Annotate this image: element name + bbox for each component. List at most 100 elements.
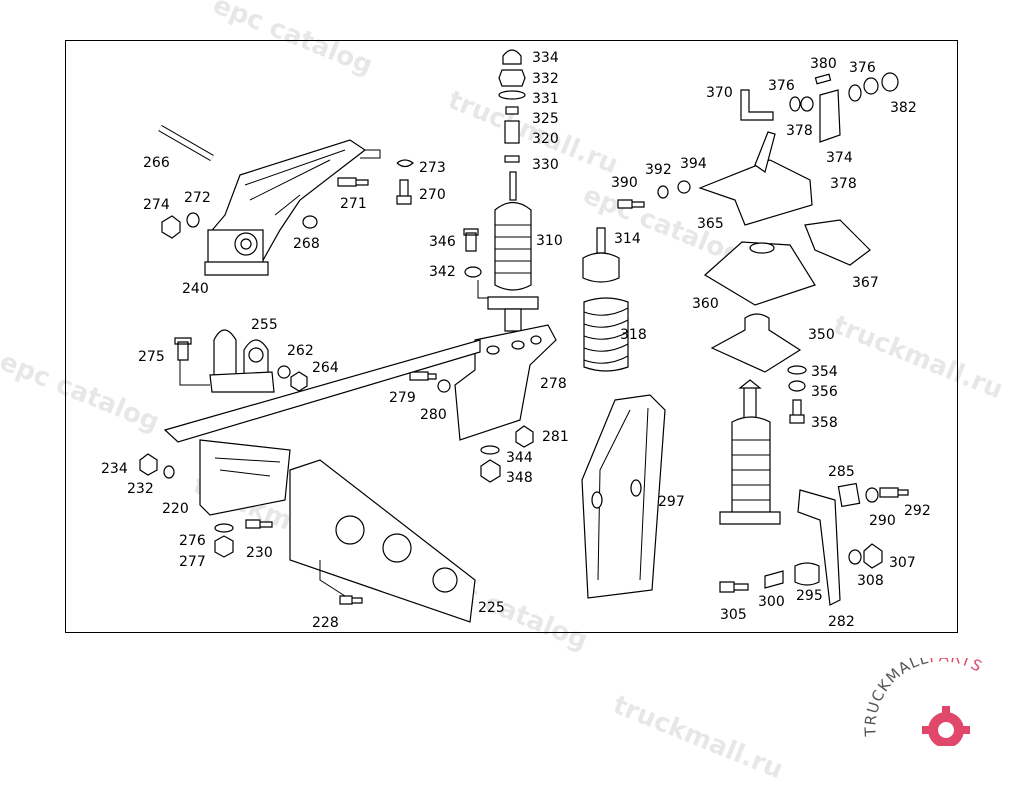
washer-shape	[677, 180, 691, 194]
bolt-shape	[617, 199, 645, 209]
part-label: 376	[849, 60, 876, 76]
part-label: 297	[658, 494, 685, 510]
bracket-base	[209, 371, 275, 393]
plate-hole	[335, 515, 365, 545]
hole	[630, 479, 642, 497]
part-label: 360	[692, 296, 719, 312]
bolt-shape	[719, 581, 749, 593]
nut-shape	[214, 535, 234, 558]
hole	[591, 491, 603, 509]
bolt-shape	[463, 228, 479, 252]
washer-shape	[396, 159, 414, 168]
washer-shape	[498, 90, 526, 100]
part-label: 255	[251, 317, 278, 333]
bolt-shape	[337, 177, 369, 187]
part-label: 394	[680, 156, 707, 172]
spacer-shape	[505, 106, 519, 115]
washer-shape	[848, 84, 862, 102]
part-label: 378	[830, 176, 857, 192]
frame-rail-group	[139, 329, 481, 623]
boot-ribs	[732, 439, 770, 501]
washer-shape	[163, 465, 175, 479]
part-label: 320	[532, 131, 559, 147]
plate-shape	[837, 482, 861, 508]
part-label: 307	[889, 555, 916, 571]
part-label: 354	[811, 364, 838, 380]
washer-shape	[657, 185, 669, 199]
bracket-shape	[698, 159, 813, 226]
part-label: 382	[890, 100, 917, 116]
part-label: 358	[811, 415, 838, 431]
part-label: 278	[540, 376, 567, 392]
lower-bracket-group	[719, 482, 909, 606]
part-label: 279	[389, 390, 416, 406]
bolt-shape	[339, 595, 363, 605]
nut-shape	[480, 459, 501, 483]
ring-shape	[504, 155, 520, 163]
side-bracket-group	[581, 394, 666, 599]
part-label: 266	[143, 155, 170, 171]
washer-shape	[863, 77, 879, 95]
part-label: 234	[101, 461, 128, 477]
bracket-shape	[797, 489, 841, 606]
part-label: 220	[162, 501, 189, 517]
lever-shape	[740, 89, 774, 121]
rod-shape	[509, 171, 517, 201]
part-label: 367	[852, 275, 879, 291]
plate-shape	[819, 89, 841, 143]
part-label: 308	[857, 573, 884, 589]
part-label: 228	[312, 615, 339, 631]
part-label: 240	[182, 281, 209, 297]
part-label: 276	[179, 533, 206, 549]
hole	[511, 340, 525, 350]
part-label: 350	[808, 327, 835, 343]
part-label: 334	[532, 50, 559, 66]
bolt-shape	[789, 399, 805, 424]
bracket-shape	[581, 394, 666, 599]
part-label: 305	[720, 607, 747, 623]
bolt-shape	[396, 179, 412, 205]
stud-shape	[596, 227, 606, 254]
part-label: 262	[287, 343, 314, 359]
washer-shape	[277, 365, 291, 379]
part-label: 272	[184, 190, 211, 206]
strut-base	[504, 308, 522, 332]
washer-shape	[464, 266, 482, 278]
plate-hole	[432, 567, 458, 593]
part-label: 330	[532, 157, 559, 173]
leader-line	[319, 560, 346, 597]
part-label: 380	[810, 56, 837, 72]
plate-hole	[382, 533, 412, 563]
part-label: 310	[536, 233, 563, 249]
strut-plate	[487, 296, 539, 310]
washer-shape	[214, 523, 234, 533]
part-label: 274	[143, 197, 170, 213]
part-label: 281	[542, 429, 569, 445]
bushing-shape	[248, 347, 264, 363]
part-label: 280	[420, 407, 447, 423]
housing-shape	[703, 241, 816, 306]
nut-shape	[863, 543, 883, 569]
rail-shape	[163, 339, 481, 443]
washer-shape	[480, 445, 500, 455]
mount-bracket-group	[409, 324, 557, 483]
plate-shape	[289, 459, 476, 623]
part-label: 273	[419, 160, 446, 176]
part-label: 318	[620, 327, 647, 343]
nut-shape	[290, 371, 308, 392]
bolt-shape	[245, 519, 273, 529]
leader-line	[477, 280, 488, 299]
nut-shape	[139, 453, 158, 476]
part-label: 344	[506, 450, 533, 466]
strut-group	[463, 171, 629, 372]
support-bracket-group	[158, 124, 414, 276]
nut-shape	[498, 69, 526, 87]
part-labels: 334 332 331 325 320 330 380 376 376 370 …	[101, 50, 931, 631]
crossmember-shape	[199, 439, 291, 516]
washer-shape	[865, 487, 879, 503]
part-label: 300	[758, 594, 785, 610]
part-label: 268	[293, 236, 320, 252]
spring-coils	[583, 307, 629, 364]
pin-shape	[814, 73, 832, 85]
part-label: 277	[179, 554, 206, 570]
